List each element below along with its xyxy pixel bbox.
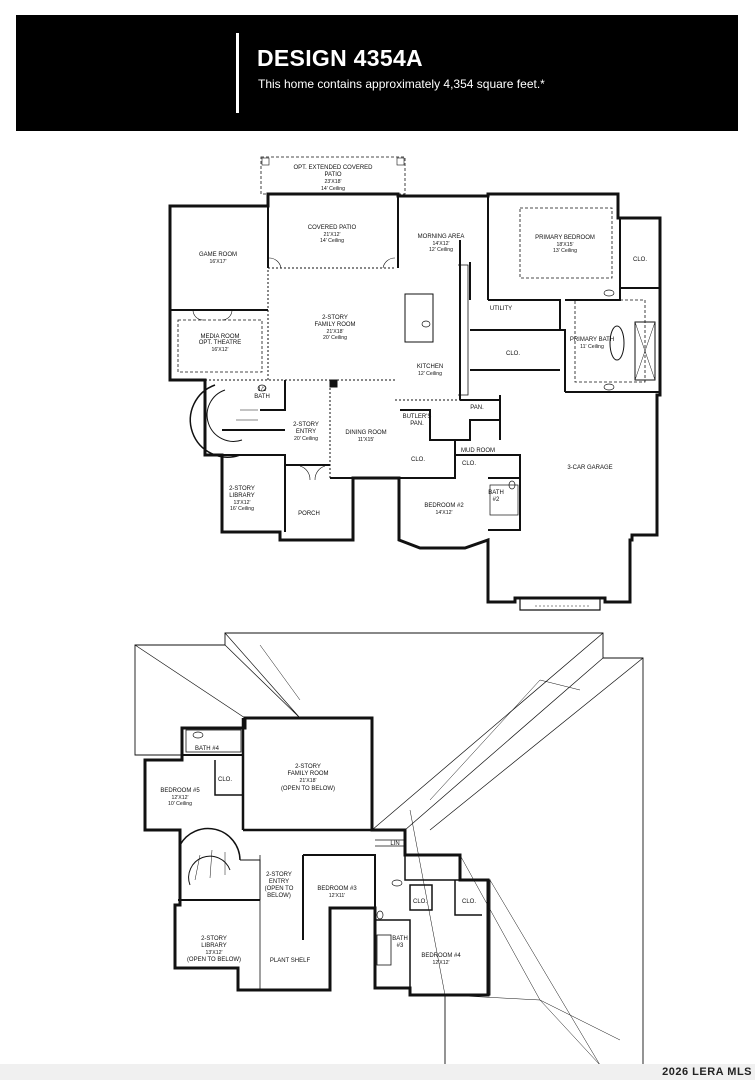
sf-family-room-name2: FAMILY ROOM: [287, 771, 328, 777]
covered-patio-name: COVERED PATIO: [308, 225, 357, 231]
entry-name: 2-STORY: [293, 422, 319, 428]
sf-library-name: 2-STORY: [201, 936, 227, 942]
roof-outline: [134, 632, 644, 1066]
sf-library-size: 13'X12': [206, 950, 223, 956]
half-bath-name2: BATH: [254, 394, 270, 400]
primary-closet-label: CLO.: [633, 257, 647, 263]
opt-patio-size: 23'X18': [325, 179, 342, 185]
sf-entry-name3: (OPEN TO: [265, 886, 294, 892]
family-room-size: 21'X18': [327, 329, 344, 335]
second-floor-labels: BATH #4 2-STORY FAMILY ROOM 21'X18' (OPE…: [160, 746, 476, 966]
bedroom2-name: BEDROOM #2: [424, 503, 464, 509]
first-floor-exterior-wall: [168, 192, 662, 604]
mud-room-label: MUD ROOM: [461, 448, 495, 454]
patio-column: [261, 157, 270, 166]
primary-shower: [634, 321, 656, 381]
primary-bath-ceiling: 11' Ceiling: [580, 344, 604, 350]
bedroom3-closet: CLO.: [413, 899, 427, 905]
entry-ceiling: 20' Ceiling: [294, 436, 318, 442]
covered-patio-ceiling: 14' Ceiling: [320, 238, 344, 244]
sf-family-room-size: 21'X18': [300, 778, 317, 784]
family-room-ceiling: 20' Ceiling: [323, 335, 347, 341]
library-ceiling: 16' Ceiling: [230, 506, 254, 512]
first-floor-labels: OPT. EXTENDED COVERED PATIO 23'X18' 14' …: [199, 165, 648, 517]
sf-library-name2: LIBRARY: [201, 943, 227, 949]
entry-name2: ENTRY: [296, 429, 316, 435]
bedroom5-name: BEDROOM #5: [160, 788, 200, 794]
bath3-num: #3: [397, 943, 404, 949]
banner-divider: [236, 33, 239, 113]
bedroom3-size: 12'X11': [329, 893, 346, 899]
bath2-name: BATH: [488, 490, 504, 496]
linen-label: LIN: [390, 841, 399, 847]
library-name: 2-STORY: [229, 486, 255, 492]
utility-closet-label: CLO.: [506, 351, 520, 357]
mls-watermark: 2026 LERA MLS: [662, 1066, 752, 1078]
patio-column: [396, 157, 405, 166]
dining-room-name: DINING ROOM: [345, 430, 386, 436]
game-room-name: GAME ROOM: [199, 252, 237, 258]
covered-patio-size: 21'X12': [324, 232, 341, 238]
plant-shelf-label: PLANT SHELF: [270, 958, 311, 964]
primary-bedroom-ceiling: 13' Ceiling: [553, 248, 577, 254]
media-room-name: MEDIA ROOM: [200, 334, 239, 340]
half-bath-name: 1/2: [258, 387, 267, 393]
bedroom5-closet: CLO.: [218, 777, 232, 783]
bath2-num: #2: [493, 497, 500, 503]
family-room-name2: FAMILY ROOM: [314, 322, 355, 328]
second-floor-plan: [134, 632, 644, 1066]
pantry-label: PAN.: [470, 405, 484, 411]
family-room-name: 2-STORY: [322, 315, 348, 321]
bedroom5-size: 12'X12': [172, 795, 189, 801]
primary-bedroom-size: 18'X15': [557, 242, 574, 248]
kitchen-name: KITCHEN: [417, 364, 443, 370]
closet-label: CLO.: [411, 457, 425, 463]
bedroom4-closet: CLO.: [462, 899, 476, 905]
media-room-size: 16'X12': [212, 347, 229, 353]
butlers-pantry-name2: PAN.: [410, 421, 424, 427]
kitchen-ceiling: 12' Ceiling: [418, 371, 442, 377]
bedroom4-name: BEDROOM #4: [421, 953, 461, 959]
butlers-pantry-name: BUTLER'S: [403, 414, 432, 420]
bath4-label: BATH #4: [195, 746, 220, 752]
garage-label: 3-CAR GARAGE: [567, 465, 612, 471]
dining-room-size: 11'X15': [358, 437, 375, 443]
kitchen-island: [404, 293, 434, 343]
opt-patio-name2: PATIO: [324, 172, 341, 178]
opt-patio-name: OPT. EXTENDED COVERED: [293, 165, 373, 171]
bedroom2-size: 14'X12': [436, 510, 453, 516]
sf-family-room-note: (OPEN TO BELOW): [281, 786, 335, 792]
bedroom5-ceiling: 10' Ceiling: [168, 801, 192, 807]
mud-closet-label: CLO.: [462, 461, 476, 467]
bedroom3-name: BEDROOM #3: [317, 886, 357, 892]
sf-entry-name2: ENTRY: [269, 879, 289, 885]
second-floor-exterior-wall: [143, 716, 490, 997]
library-name2: LIBRARY: [229, 493, 255, 499]
design-title: DESIGN 4354A: [257, 45, 423, 71]
utility-label: UTILITY: [490, 306, 512, 312]
sf-family-room-name: 2-STORY: [295, 764, 321, 770]
primary-bedroom-name: PRIMARY BEDROOM: [535, 235, 595, 241]
opt-patio-ceiling: 14' Ceiling: [321, 186, 345, 192]
design-subtitle: This home contains approximately 4,354 s…: [258, 77, 545, 91]
media-room-name2: OPT. THEATRE: [199, 340, 241, 346]
bath3-name: BATH: [392, 936, 408, 942]
footer-bar: [0, 1064, 755, 1080]
sf-entry-name4: BELOW): [267, 893, 291, 899]
morning-area-ceiling: 12' Ceiling: [429, 247, 453, 253]
morning-area-name: MORNING AREA: [418, 234, 465, 240]
primary-bedroom-tray: [519, 207, 613, 279]
morning-area-size: 14'X12': [433, 241, 450, 247]
game-room-size: 16'X17': [210, 259, 227, 265]
title-banner: DESIGN 4354A This home contains approxim…: [16, 15, 738, 131]
sf-library-note: (OPEN TO BELOW): [187, 957, 241, 963]
primary-bath-name: PRIMARY BATH: [570, 337, 614, 343]
bedroom4-size: 12'X12': [433, 960, 450, 966]
sf-entry-name: 2-STORY: [266, 872, 292, 878]
first-floor-plan: [168, 156, 662, 611]
library-size: 13'X12': [234, 500, 251, 506]
porch-label: PORCH: [298, 511, 320, 517]
primary-bathtub: [609, 325, 625, 361]
